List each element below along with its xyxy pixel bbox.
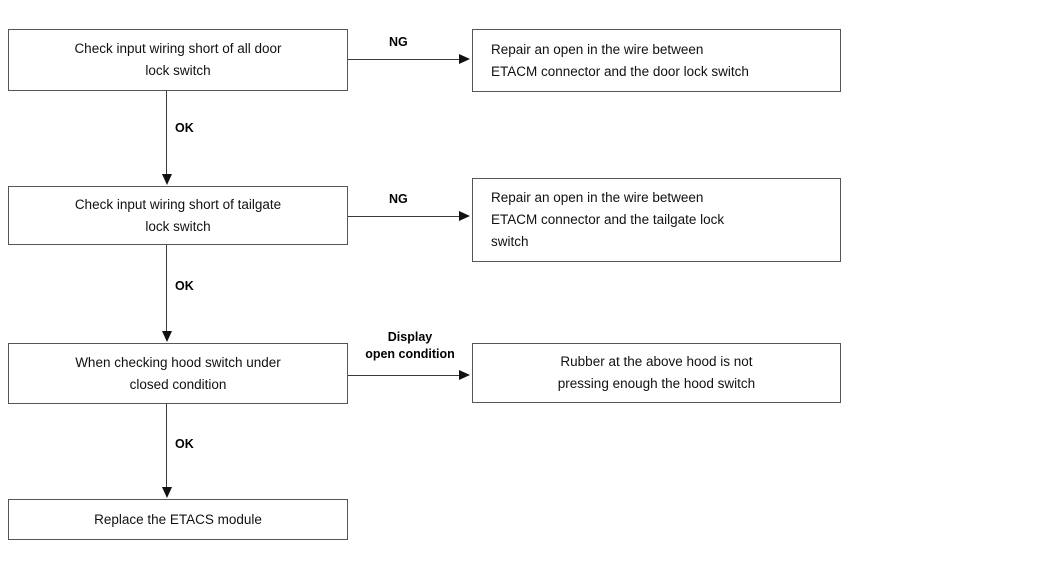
node-replace-etacs[interactable]: Replace the ETACS module xyxy=(8,499,348,540)
node-rubber-hood-label: Rubber at the above hood is not pressing… xyxy=(557,354,756,391)
edge-label-ng-door-lock: NG xyxy=(389,35,408,49)
edge-label-display-open-condition: Display open condition xyxy=(365,330,455,361)
node-rubber-hood[interactable]: Rubber at the above hood is not pressing… xyxy=(472,343,841,403)
node-repair-tailgate-lock-label: Repair an open in the wire between ETACM… xyxy=(491,190,725,249)
node-check-hood-switch-label: When checking hood switch under closed c… xyxy=(75,354,281,392)
connector-hood-to-replace-line xyxy=(166,404,167,488)
node-repair-tailgate-lock[interactable]: Repair an open in the wire between ETACM… xyxy=(472,178,841,262)
connector-hood-to-replace-arrowhead xyxy=(162,487,172,498)
connector-door-lock-to-tailgate-line xyxy=(166,91,167,175)
edge-label-ok-hood-to-replace: OK xyxy=(175,437,194,451)
node-check-hood-switch[interactable]: When checking hood switch under closed c… xyxy=(8,343,348,404)
edge-label-ok-tailgate-to-hood: OK xyxy=(175,279,194,293)
connector-tailgate-to-hood-arrowhead xyxy=(162,331,172,342)
edge-label-ok-door-to-tailgate: OK xyxy=(175,121,194,135)
connector-tailgate-to-repair-arrowhead xyxy=(459,211,470,221)
connector-door-lock-to-tailgate-arrowhead xyxy=(162,174,172,185)
connector-hood-to-rubber-line xyxy=(348,375,462,376)
node-check-tailgate-lock[interactable]: Check input wiring short of tailgate loc… xyxy=(8,186,348,245)
node-check-door-lock[interactable]: Check input wiring short of all door loc… xyxy=(8,29,348,91)
node-repair-door-lock[interactable]: Repair an open in the wire between ETACM… xyxy=(472,29,841,92)
node-check-tailgate-lock-label: Check input wiring short of tailgate loc… xyxy=(74,196,282,234)
connector-tailgate-to-repair-line xyxy=(348,216,462,217)
edge-label-ng-tailgate-lock: NG xyxy=(389,192,408,206)
connector-hood-to-rubber-arrowhead xyxy=(459,370,470,380)
connector-tailgate-to-hood-line xyxy=(166,245,167,332)
connector-door-lock-to-repair-arrowhead xyxy=(459,54,470,64)
node-replace-etacs-label: Replace the ETACS module xyxy=(94,511,262,527)
node-check-door-lock-label: Check input wiring short of all door loc… xyxy=(74,41,282,78)
node-repair-door-lock-label: Repair an open in the wire between ETACM… xyxy=(491,41,749,79)
connector-door-lock-to-repair-line xyxy=(348,59,462,60)
